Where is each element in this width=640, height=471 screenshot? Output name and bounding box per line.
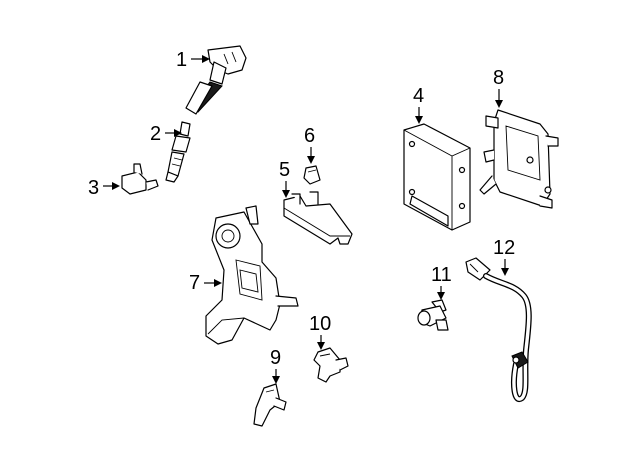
callout-2: 2 — [150, 123, 182, 145]
speed-sensor — [417, 299, 449, 331]
spark-plug — [165, 121, 191, 183]
callout-label-3: 3 — [88, 177, 99, 199]
module-bracket — [283, 191, 353, 245]
callout-9: 9 — [270, 347, 281, 384]
mounting-clip — [303, 165, 321, 185]
callout-label-11: 11 — [431, 264, 452, 286]
callout-label-5: 5 — [279, 159, 290, 181]
callout-10: 10 — [309, 313, 331, 350]
callout-label-1: 1 — [176, 49, 187, 71]
callout-label-2: 2 — [150, 123, 161, 145]
callout-label-8: 8 — [493, 67, 504, 89]
camshaft-position-sensor — [253, 383, 287, 427]
callout-7: 7 — [189, 272, 222, 294]
crankshaft-position-sensor — [313, 347, 349, 383]
callout-8: 8 — [493, 67, 504, 108]
callout-11: 11 — [431, 264, 452, 300]
callout-label-4: 4 — [413, 85, 424, 107]
knock-sensor — [121, 163, 159, 195]
oxygen-sensor — [465, 257, 532, 403]
mounting-bracket — [205, 205, 299, 345]
ignition-coil — [185, 45, 247, 115]
callout-label-9: 9 — [270, 347, 281, 369]
callout-6: 6 — [304, 125, 315, 164]
callout-label-12: 12 — [493, 237, 515, 259]
callout-label-6: 6 — [304, 125, 315, 147]
callout-12: 12 — [493, 237, 515, 276]
callout-label-7: 7 — [189, 272, 200, 294]
callout-5: 5 — [279, 159, 290, 198]
callout-label-10: 10 — [309, 313, 331, 335]
callout-3: 3 — [88, 177, 120, 199]
ecm-bracket — [479, 109, 559, 209]
callout-1: 1 — [176, 49, 210, 71]
engine-control-module — [403, 123, 471, 231]
callout-4: 4 — [413, 85, 424, 124]
